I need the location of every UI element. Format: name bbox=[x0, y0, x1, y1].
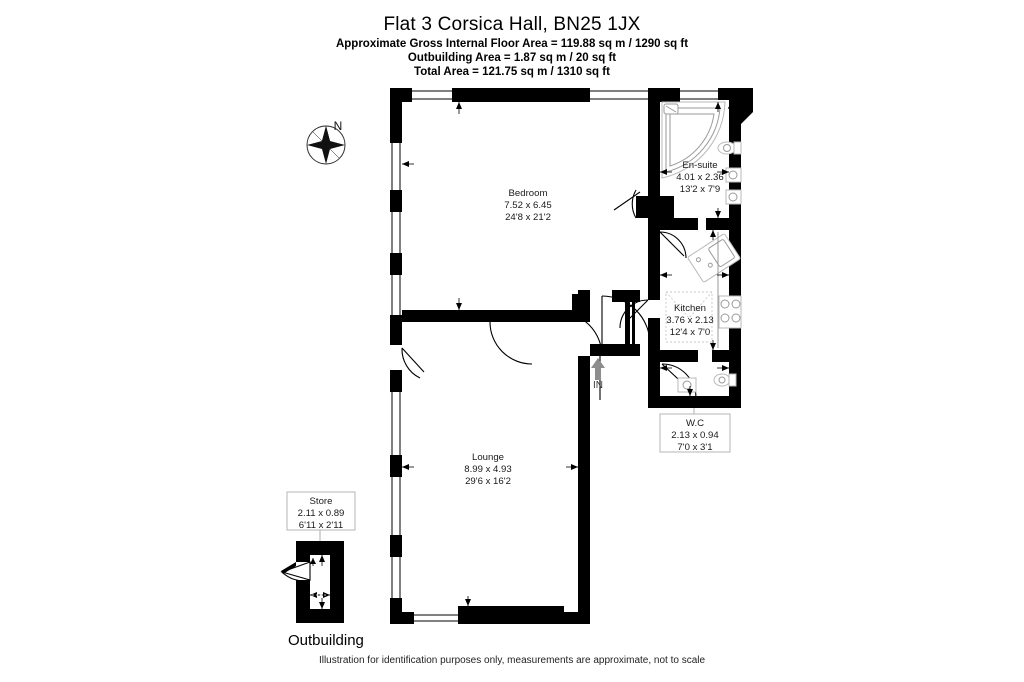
room-imperial-wc: 7'0 x 3'1 bbox=[677, 442, 712, 453]
page-title: Flat 3 Corsica Hall, BN25 1JX bbox=[383, 14, 641, 35]
room-metric-en-suite: 4.01 x 2.36 bbox=[676, 172, 723, 183]
disclaimer-note: Illustration for identification purposes… bbox=[318, 655, 706, 666]
room-name-wc: W.C bbox=[686, 418, 704, 429]
room-imperial-store: 6'11 x 2'11 bbox=[299, 520, 343, 531]
room-imperial-bedroom: 24'8 x 21'2 bbox=[505, 212, 551, 223]
door-swings bbox=[401, 189, 697, 400]
outbuilding-area-text: Outbuilding Area = 1.87 sq m / 20 sq ft bbox=[407, 52, 617, 64]
entrance-label: IN bbox=[593, 380, 603, 391]
total-area-text: Total Area = 121.75 sq m / 1310 sq ft bbox=[414, 66, 610, 78]
room-name-store: Store bbox=[310, 496, 333, 507]
gross-internal-area-text: Approximate Gross Internal Floor Area = … bbox=[335, 38, 689, 50]
en-suite-fixtures bbox=[661, 101, 742, 205]
room-label-kitchen: Kitchen 3.76 x 2.13 12'4 x 7'0 bbox=[666, 303, 713, 338]
entrance-marker: IN bbox=[591, 358, 605, 391]
room-metric-kitchen: 3.76 x 2.13 bbox=[666, 315, 713, 326]
room-label-bedroom: Bedroom 7.52 x 6.45 24'8 x 21'2 bbox=[504, 188, 551, 223]
compass-north-label: N bbox=[334, 119, 343, 133]
outbuilding-drawing: Store 2.11 x 0.89 6'11 x 2'11 bbox=[280, 491, 356, 623]
room-imperial-lounge: 29'6 x 16'2 bbox=[465, 476, 511, 487]
room-label-en-suite: En-suite 4.01 x 2.36 13'2 x 7'9 bbox=[676, 160, 723, 195]
room-name-kitchen: Kitchen bbox=[674, 303, 706, 314]
compass-rose: N bbox=[306, 119, 346, 165]
outbuilding-caption: Outbuilding bbox=[288, 632, 364, 649]
kitchen-fixtures bbox=[665, 232, 742, 348]
room-metric-store: 2.11 x 0.89 bbox=[298, 508, 345, 519]
in-arrow-icon bbox=[591, 358, 605, 380]
room-label-lounge: Lounge 8.99 x 4.93 29'6 x 16'2 bbox=[464, 452, 511, 487]
room-metric-bedroom: 7.52 x 6.45 bbox=[504, 200, 551, 211]
room-name-bedroom: Bedroom bbox=[509, 188, 548, 199]
room-name-en-suite: En-suite bbox=[682, 160, 717, 171]
room-imperial-kitchen: 12'4 x 7'0 bbox=[670, 327, 710, 338]
room-name-lounge: Lounge bbox=[472, 452, 504, 463]
wc-fixtures bbox=[677, 373, 737, 393]
dimension-markers bbox=[402, 102, 729, 606]
room-metric-wc: 2.13 x 0.94 bbox=[671, 430, 719, 441]
room-label-wc: W.C 2.13 x 0.94 7'0 x 3'1 bbox=[659, 408, 731, 453]
room-imperial-en-suite: 13'2 x 7'9 bbox=[680, 184, 720, 195]
room-metric-lounge: 8.99 x 4.93 bbox=[464, 464, 511, 475]
